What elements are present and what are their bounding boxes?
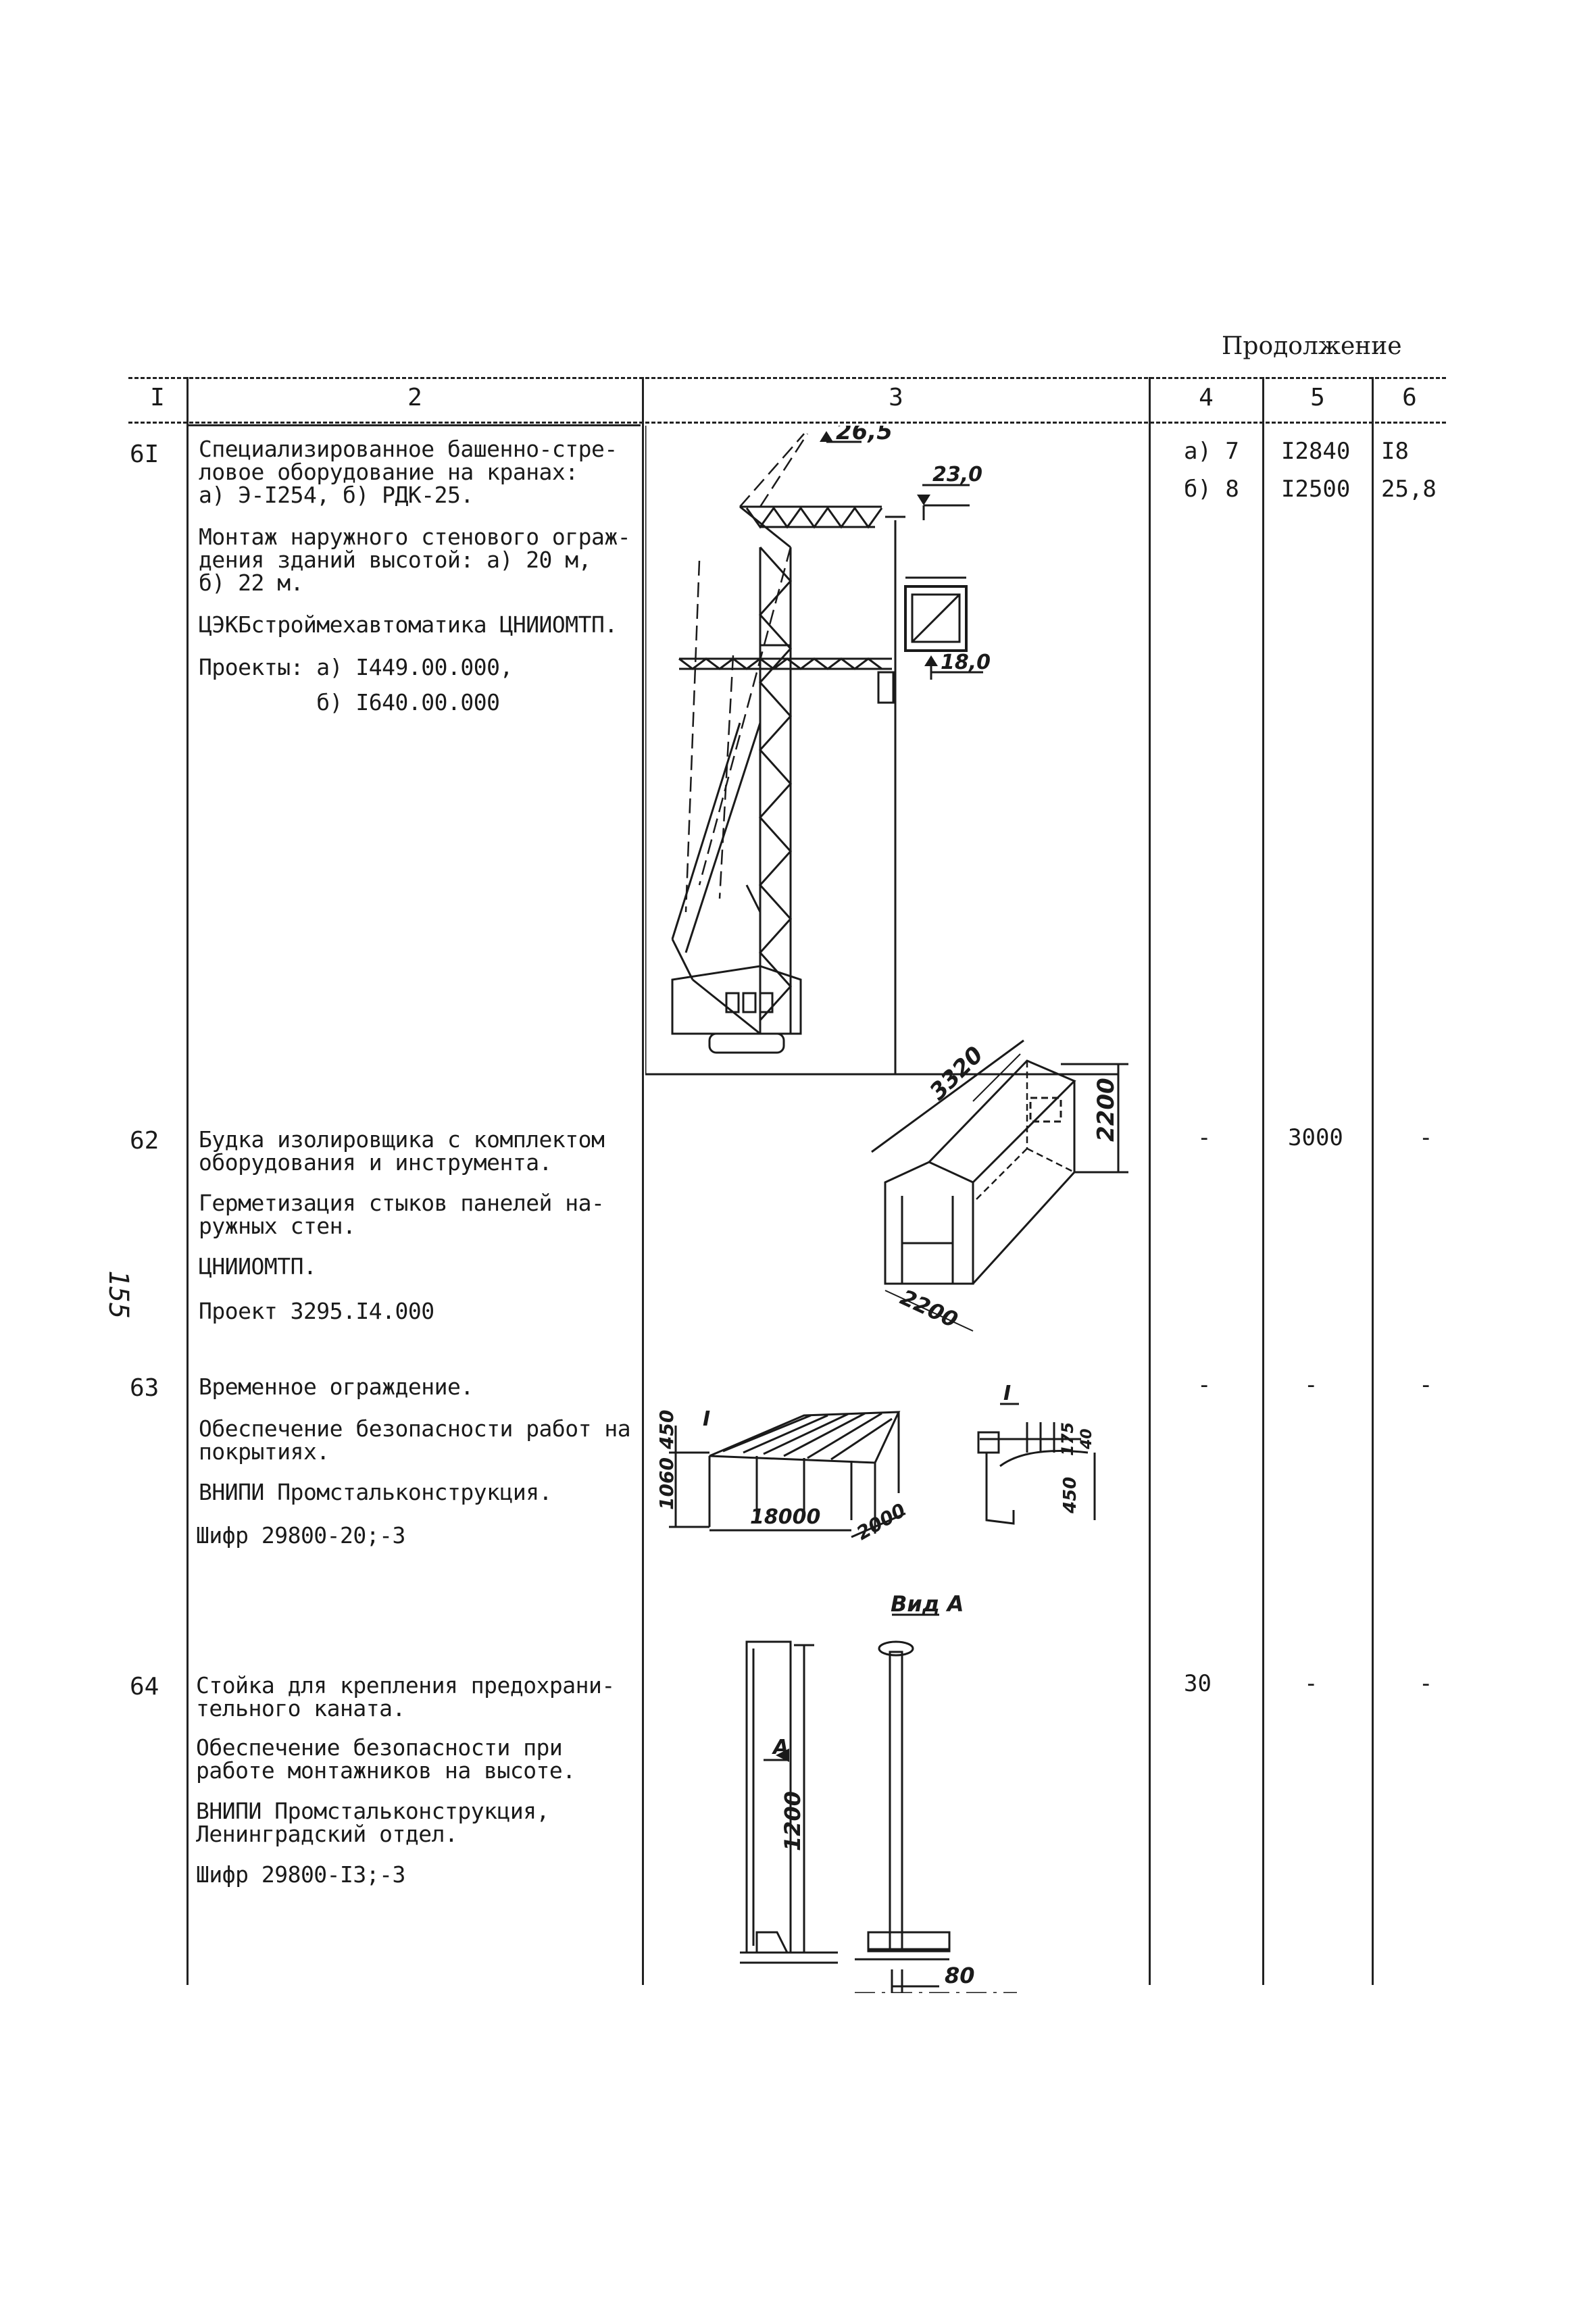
column-divider-3: [1149, 377, 1151, 1985]
column-header-2: 2: [407, 384, 422, 411]
row-description: Специализированное башенно-стре- ловое о…: [199, 436, 618, 508]
row-col4: 30: [1184, 1670, 1212, 1697]
row-number: 64: [130, 1673, 159, 1701]
dimension-label: 40: [1078, 1428, 1095, 1450]
temporary-fence-drawing: I 450 1060 18000 2000 I 175 40 450: [655, 1385, 1096, 1545]
dimension-label: 1060: [655, 1457, 678, 1510]
tower-crane-drawing: 26,5 23,0 18,0: [645, 426, 1118, 1076]
continuation-label: Продолжение: [1222, 332, 1402, 360]
dimension-label: 1200: [780, 1791, 805, 1851]
row-col5: -: [1304, 1372, 1318, 1399]
dimension-label: 175: [1058, 1422, 1077, 1456]
elevation-label: 23,0: [932, 463, 982, 486]
row-developer: ЦЭКБстроймехавтоматика ЦНИИОМТП.: [199, 611, 618, 638]
row-developer: ЦНИИОМТП.: [199, 1253, 317, 1280]
row-col6: -: [1419, 1372, 1433, 1399]
row-col5: 3000: [1288, 1124, 1343, 1151]
row-number: 63: [130, 1374, 159, 1402]
row-number: 6I: [130, 441, 159, 468]
table-header-rule-solid: [188, 424, 641, 426]
row-project: Проект 3295.I4.000: [199, 1298, 434, 1324]
column-header-1: I: [150, 384, 165, 411]
row-number: 62: [130, 1127, 159, 1155]
row-developer: ВНИПИ Промстальконструкция.: [199, 1479, 552, 1505]
table-header-rule: [128, 422, 1446, 424]
section-marker: I: [1003, 1385, 1011, 1405]
row-purpose: Монтаж наружного стенового ограж- дения …: [199, 524, 631, 596]
row-col4: -: [1197, 1124, 1212, 1151]
view-marker: А: [772, 1736, 789, 1759]
view-title: Вид А: [891, 1594, 964, 1617]
column-header-3: 3: [889, 384, 903, 411]
row-purpose: Обеспечение безопасности при работе монт…: [196, 1734, 576, 1784]
section-marker: I: [703, 1407, 710, 1431]
dimension-label: 450: [1060, 1477, 1080, 1514]
dimension-label: 450: [655, 1410, 678, 1450]
row-developer: ВНИПИ Промстальконструкция, Ленинградски…: [196, 1798, 549, 1847]
insulator-booth-drawing: 3320 2200 2200: [871, 1039, 1128, 1333]
dimension-label: 80: [945, 1963, 975, 1988]
elevation-label: 18,0: [941, 651, 991, 674]
dimension-label: 2200: [897, 1284, 962, 1333]
column-header-6: 6: [1402, 384, 1417, 411]
column-divider-1: [186, 377, 189, 1985]
row-description: Будка изолировщика с комплектом оборудов…: [199, 1126, 605, 1176]
row-col4: а) 7 б) 8: [1184, 438, 1239, 503]
row-col5: -: [1304, 1670, 1318, 1697]
table-top-rule: [128, 377, 1446, 379]
page-number: 155: [103, 1270, 134, 1319]
row-description: Временное ограждение.: [199, 1374, 474, 1400]
row-col4: -: [1197, 1372, 1212, 1399]
row-purpose: Герметизация стыков панелей на- ружных с…: [199, 1190, 605, 1239]
column-divider-5: [1372, 377, 1374, 1985]
row-project: Проекты: а) I449.00.000, б) I640.00.000: [199, 654, 513, 715]
elevation-label: 26,5: [836, 426, 893, 445]
dimension-label: 2000: [853, 1499, 909, 1545]
row-project: Шифр 29800-20;-3: [196, 1522, 405, 1549]
row-purpose: Обеспечение безопасности работ на покрыт…: [199, 1415, 631, 1465]
row-col6: -: [1419, 1124, 1433, 1151]
row-col5: I2840 I2500: [1281, 438, 1351, 503]
dimension-label: 18000: [750, 1505, 820, 1529]
dimension-label: 2200: [1093, 1078, 1120, 1142]
row-col6: I8 25,8: [1381, 438, 1437, 503]
rope-post-drawing: Вид А А 1200 80: [740, 1594, 1017, 1993]
row-col6: -: [1419, 1670, 1433, 1697]
column-header-5: 5: [1310, 384, 1325, 411]
column-header-4: 4: [1199, 384, 1214, 411]
column-divider-4: [1262, 377, 1264, 1985]
row-description: Стойка для крепления предохрани- тельног…: [196, 1672, 615, 1721]
column-divider-2: [642, 377, 644, 1985]
row-project: Шифр 29800-I3;-3: [196, 1861, 405, 1888]
